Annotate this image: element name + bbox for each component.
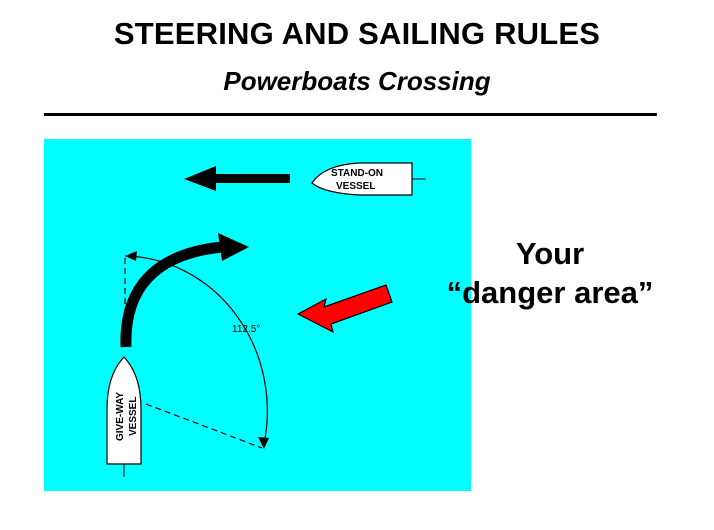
reference-line-angled [145, 403, 263, 449]
title-divider [44, 113, 657, 116]
page-subtitle: Powerboats Crossing [223, 66, 491, 96]
danger-arrow [296, 284, 393, 334]
give-way-vessel-label-line1: GIVE-WAY [115, 392, 126, 441]
give-way-vessel: GIVE-WAY VESSEL [106, 356, 142, 477]
crossing-diagram: STAND-ON VESSEL 112.5° GIVE-WAY VESSEL [44, 139, 471, 491]
angle-arc-arrowhead-top [125, 251, 137, 261]
danger-area-line1: Your [515, 236, 585, 271]
stand-on-vessel-label-line2: VESSEL [336, 181, 375, 192]
turn-arrow-head [218, 233, 249, 261]
danger-area-line2: “danger area” [446, 275, 654, 310]
give-way-vessel-label-line2: VESSEL [128, 397, 139, 436]
danger-area-callout: Your “danger area” [400, 234, 700, 312]
angle-arc-arrowhead-bottom [258, 437, 269, 449]
stand-on-vessel: STAND-ON VESSEL [311, 162, 426, 196]
turn-arrow-curve [120, 241, 223, 348]
angle-label: 112.5° [232, 324, 260, 335]
stand-on-vessel-label-line1: STAND-ON [331, 168, 383, 179]
page-title: STEERING AND SAILING RULES [113, 16, 601, 51]
stand-on-direction-arrow [184, 166, 290, 191]
